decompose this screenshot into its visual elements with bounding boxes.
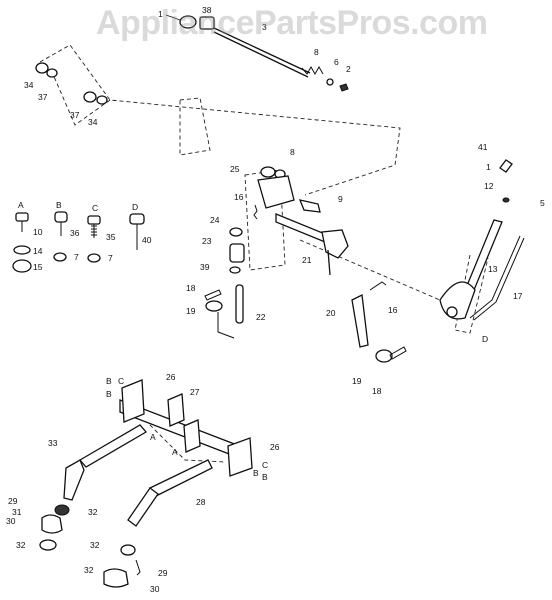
label-37: 37 [70, 110, 80, 120]
dashed-guide-line [299, 239, 441, 301]
label-29: 29 [8, 496, 18, 506]
lift-lever [439, 159, 525, 321]
label-15: 15 [33, 262, 43, 272]
label-27: 27 [190, 387, 200, 397]
label-D: D [132, 202, 138, 212]
label-41: 41 [478, 142, 488, 152]
label-18: 18 [186, 283, 196, 293]
label-38: 38 [202, 5, 212, 15]
label-C: C [92, 203, 98, 213]
label-32: 32 [88, 507, 98, 517]
label-17: 17 [513, 291, 523, 301]
label-16: 16 [388, 305, 398, 315]
label-30: 30 [6, 516, 16, 526]
label-6: 6 [334, 57, 339, 67]
label-40: 40 [142, 235, 152, 245]
label-1: 1 [158, 9, 163, 19]
label-1: 1 [486, 162, 491, 172]
label-C: C [118, 376, 124, 386]
left-washers [35, 62, 108, 105]
label-12: 12 [484, 181, 494, 191]
label-B: B [106, 389, 112, 399]
label-8: 8 [314, 47, 319, 57]
label-D: D [482, 334, 488, 344]
label-37: 37 [38, 92, 48, 102]
label-B: B [253, 468, 259, 478]
label-35: 35 [106, 232, 116, 242]
middle-links [217, 281, 407, 363]
label-39: 39 [200, 262, 210, 272]
label-19: 19 [186, 306, 196, 316]
label-10: 10 [33, 227, 43, 237]
label-7: 7 [74, 252, 79, 262]
dashed-guide-line [179, 97, 211, 156]
label-2: 2 [346, 64, 351, 74]
dashed-guide-line [134, 409, 226, 463]
label-34: 34 [88, 117, 98, 127]
label-20: 20 [326, 308, 336, 318]
fastener-kit [12, 211, 145, 273]
label-A: A [18, 200, 24, 210]
label-31: 31 [12, 507, 22, 517]
label-7: 7 [108, 253, 113, 263]
label-32: 32 [90, 540, 100, 550]
label-18: 18 [372, 386, 382, 396]
label-B: B [262, 472, 268, 482]
label-25: 25 [230, 164, 240, 174]
label-23: 23 [202, 236, 212, 246]
dashed-guide-line [51, 71, 111, 126]
label-32: 32 [84, 565, 94, 575]
lower-axle-assembly [39, 379, 253, 588]
label-16: 16 [234, 192, 244, 202]
lift-column [204, 204, 258, 324]
top-rod-assembly [179, 15, 349, 92]
label-8: 8 [290, 147, 295, 157]
label-14: 14 [33, 246, 43, 256]
label-29: 29 [158, 568, 168, 578]
label-33: 33 [48, 438, 58, 448]
label-21: 21 [302, 255, 312, 265]
label-22: 22 [256, 312, 266, 322]
dashed-guide-line [39, 44, 401, 196]
label-A: A [150, 432, 156, 442]
label-32: 32 [16, 540, 26, 550]
label-28: 28 [196, 497, 206, 507]
part-labels: 1 38 3 8 6 2 34 37 37 34 25 8 9 41 1 12 … [6, 5, 545, 594]
label-36: 36 [70, 228, 80, 238]
label-B: B [56, 200, 62, 210]
label-A: A [172, 447, 178, 457]
label-5: 5 [540, 198, 545, 208]
label-26: 26 [270, 442, 280, 452]
label-19: 19 [352, 376, 362, 386]
label-3: 3 [262, 22, 267, 32]
center-bracket [257, 166, 349, 276]
label-24: 24 [210, 215, 220, 225]
label-9: 9 [338, 194, 343, 204]
label-30: 30 [150, 584, 160, 594]
label-13: 13 [488, 264, 498, 274]
label-B: B [106, 376, 112, 386]
label-26: 26 [166, 372, 176, 382]
label-C: C [262, 460, 268, 470]
label-34: 34 [24, 80, 34, 90]
